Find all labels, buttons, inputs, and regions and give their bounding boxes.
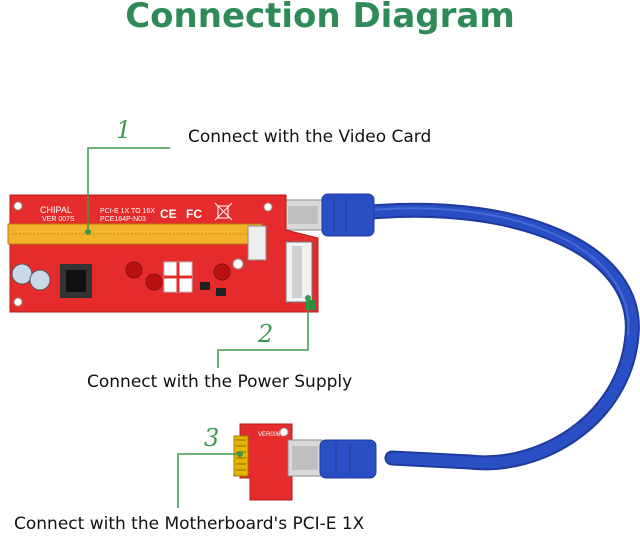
board-part: PCE164P-N03 [100,216,146,223]
step-2-label: Connect with the Power Supply [87,372,353,392]
fcc-mark-icon: FC [186,207,202,221]
usb-cable [364,202,640,471]
pcie-x1-adapter: VER006C [233,423,377,501]
page-title: Connection Diagram [125,0,515,36]
adapter-version: VER006C [258,432,285,438]
ce-mark-icon: CE [160,207,177,221]
board-brand: CHIPAL [40,205,72,215]
leader-lines [85,147,311,508]
step-3-label: Connect with the Motherboard's PCI-E 1X [14,514,365,534]
board-version: VER 007S [42,216,75,223]
usb-connector-icon [281,193,375,237]
step-3-number: 3 [204,424,220,452]
riser-board: CHIPAL VER 007S PCI-E 1X TO 16X PCE164P-… [7,194,319,313]
board-model: PCI-E 1X TO 16X [100,208,155,215]
step-1-label: Connect with the Video Card [188,127,432,147]
weee-bin-icon [214,202,233,221]
step-2-number: 2 [258,320,274,348]
step-1-number: 1 [116,116,132,144]
